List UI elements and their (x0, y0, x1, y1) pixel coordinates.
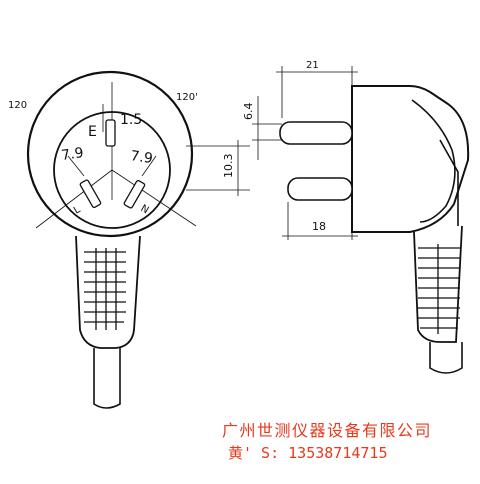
cable-front (93, 348, 121, 409)
strain-relief (75, 235, 141, 349)
front-view (26, 70, 197, 409)
angle-guide-right (111, 169, 197, 227)
side-pin-bottom (287, 177, 353, 201)
strain-relief-side (413, 225, 463, 343)
angle-guide-left (35, 169, 113, 229)
pin-spacing-right-label: 7.9 (129, 148, 153, 167)
side-pin-top (279, 121, 353, 145)
pin-spacing-left-label: 7.9 (60, 145, 84, 164)
plug-face-outer (26, 70, 194, 238)
cable-side (429, 342, 463, 374)
earth-pin (105, 119, 116, 147)
neutral-label: N (139, 203, 151, 216)
plug-body-contour (411, 99, 456, 223)
plug-body-side (351, 85, 470, 233)
dimension-width-top-label: 21 (306, 60, 319, 71)
dimension-vertical (186, 140, 250, 196)
company-name: 广州世测仪器设备有限公司 (222, 421, 433, 440)
angle-left-label: 120 (8, 100, 27, 111)
live-pin (79, 179, 102, 209)
earth-offset-label: 1.5 (120, 112, 142, 128)
dimension-pin-length (282, 202, 358, 240)
earth-label: E (88, 124, 97, 140)
strain-relief-side-ribs (418, 244, 460, 334)
plug-body-groove (439, 139, 459, 226)
neutral-pin (123, 179, 146, 209)
dimension-vertical-label: 10.3 (222, 154, 235, 179)
dimension-width-top (276, 66, 358, 118)
live-label: L (72, 204, 83, 217)
dimension-pin-width-label: 6.4 (242, 103, 255, 121)
side-view (279, 85, 470, 374)
contact-phone: 黄' S: 13538714715 (228, 444, 388, 462)
strain-relief-ribs (84, 248, 126, 330)
dimension-pin-length-label: 18 (312, 220, 326, 233)
angle-right-label: 120' (176, 92, 198, 103)
pin-spacing-left-line (67, 155, 85, 177)
pin-spacing-right-line (141, 155, 157, 177)
dimension-pin-width (252, 96, 282, 160)
